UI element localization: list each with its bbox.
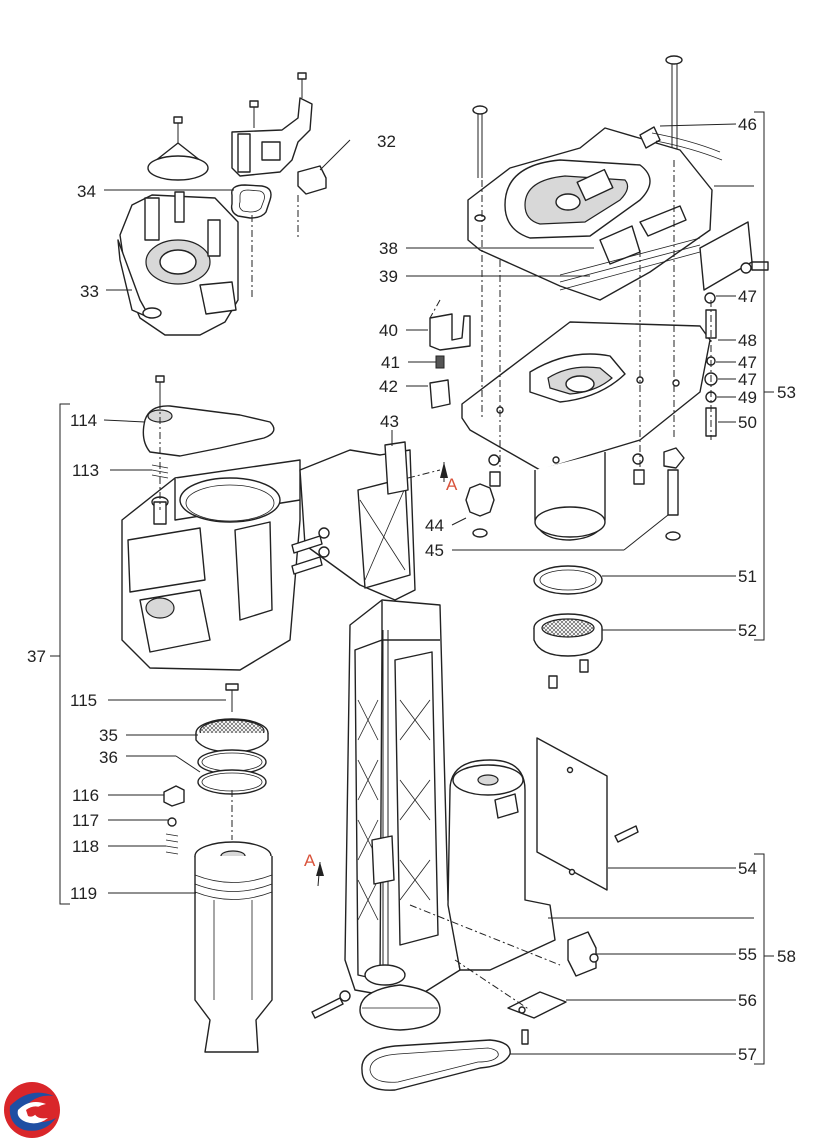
part-label-47: 47: [738, 353, 757, 372]
part-label-52: 52: [738, 621, 757, 640]
section-mark-lower: A: [304, 851, 324, 887]
leader-lines: [50, 111, 774, 1065]
brand-swirl-logo: [4, 1082, 60, 1138]
part-label-116: 116: [72, 786, 99, 805]
part-label-54: 54: [738, 859, 757, 878]
part-label-35: 35: [99, 726, 118, 745]
part-label-33: 33: [80, 282, 99, 301]
section-mark-label: A: [304, 851, 316, 870]
part-number-labels: 32 34 33 114 113 37 115 35 36 116 117 11…: [27, 115, 796, 1064]
part-label-46: 46: [738, 115, 757, 134]
part-label-115: 115: [70, 691, 97, 710]
part-label-45: 45: [425, 541, 444, 560]
part-label-53: 53: [777, 383, 796, 402]
part-label-47: 47: [738, 287, 757, 306]
part-label-118: 118: [72, 837, 99, 856]
valve-assembly: [117, 72, 327, 336]
filter-cylinder-assembly: [163, 683, 273, 1053]
part-label-32: 32: [377, 132, 396, 151]
part-label-34: 34: [77, 182, 96, 201]
part-label-43: 43: [380, 412, 399, 431]
part-label-49: 49: [738, 388, 757, 407]
part-label-40: 40: [379, 321, 398, 340]
section-mark-upper: A: [440, 462, 458, 494]
part-label-114: 114: [70, 411, 97, 430]
drive-assembly: [311, 599, 639, 1091]
part-label-38: 38: [379, 239, 398, 258]
brew-chamber-housing: [121, 375, 441, 671]
part-label-117: 117: [72, 811, 99, 830]
part-label-119: 119: [70, 884, 97, 903]
part-label-42: 42: [379, 377, 398, 396]
part-label-47: 47: [738, 370, 757, 389]
part-label-56: 56: [738, 991, 757, 1010]
part-label-57: 57: [738, 1045, 757, 1064]
part-label-36: 36: [99, 748, 118, 767]
part-label-44: 44: [425, 516, 444, 535]
part-label-37: 37: [27, 647, 46, 666]
part-label-41: 41: [381, 353, 400, 372]
part-label-113: 113: [72, 461, 99, 480]
section-mark-label: A: [446, 475, 458, 494]
part-label-50: 50: [738, 413, 757, 432]
part-label-51: 51: [738, 567, 757, 586]
part-label-48: 48: [738, 331, 757, 350]
motor-mount-assembly: [429, 55, 769, 689]
part-label-58: 58: [777, 947, 796, 966]
part-label-55: 55: [738, 945, 757, 964]
part-label-39: 39: [379, 267, 398, 286]
